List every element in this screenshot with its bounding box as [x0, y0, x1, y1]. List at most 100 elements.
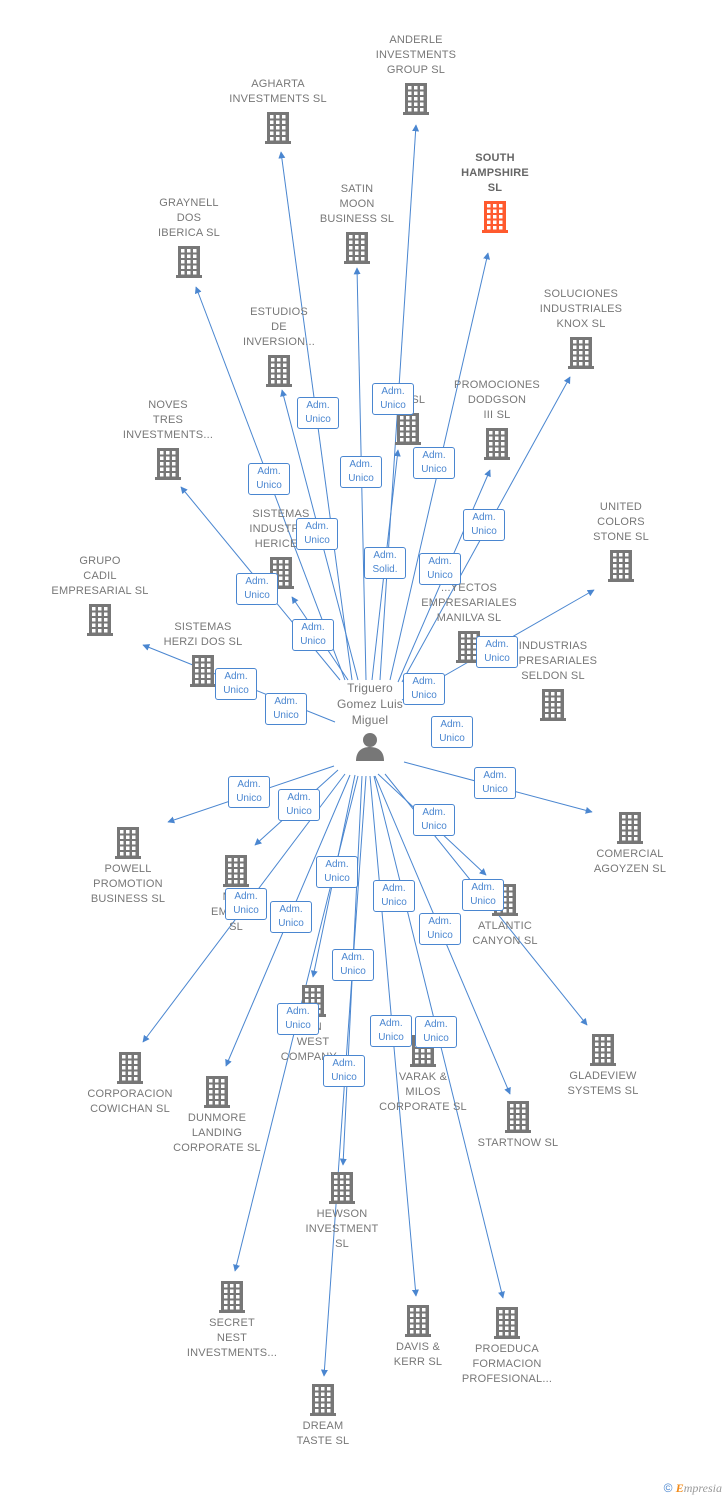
- role-badge-unico[interactable]: Adm. Unico: [292, 619, 334, 651]
- company-node-noves[interactable]: NOVES TRES INVESTMENTS...: [103, 398, 233, 480]
- role-badge-unico[interactable]: Adm. Unico: [316, 856, 358, 888]
- role-badge-unico[interactable]: Adm. Unico: [413, 447, 455, 479]
- building-icon: [190, 655, 216, 687]
- role-badge-unico[interactable]: Adm. Unico: [370, 1015, 412, 1047]
- company-name: PROMOCIONES DODGSON III SL: [454, 379, 540, 421]
- company-node-graynell[interactable]: GRAYNELL DOS IBERICA SL: [124, 196, 254, 278]
- role-badge-unico[interactable]: Adm. Unico: [225, 888, 267, 920]
- company-name: DAVIS & KERR SL: [393, 1341, 443, 1368]
- company-name: ANDERLE INVESTMENTS GROUP SL: [375, 34, 457, 76]
- role-badge-unico[interactable]: Adm. Unico: [277, 1003, 319, 1035]
- role-badge-unico[interactable]: Adm. Unico: [372, 383, 414, 415]
- role-badge-unico[interactable]: Adm. Unico: [476, 636, 518, 668]
- role-badge-unico[interactable]: Adm. Unico: [463, 509, 505, 541]
- building-icon: [223, 855, 249, 887]
- building-icon: [617, 812, 643, 844]
- company-name: ...YECTOS EMPRESARIALES MANILVA SL: [421, 582, 517, 624]
- role-badge-unico[interactable]: Adm. Unico: [297, 397, 339, 429]
- company-name: CORPORACION COWICHAN SL: [87, 1088, 173, 1115]
- building-icon: [265, 112, 291, 144]
- company-node-powell[interactable]: POWELL PROMOTION BUSINESS SL: [63, 825, 193, 907]
- company-node-dream[interactable]: DREAM TASTE SL: [258, 1382, 388, 1449]
- company-node-promociones[interactable]: PROMOCIONES DODGSON III SL: [432, 378, 562, 460]
- role-badge-unico[interactable]: Adm. Unico: [474, 767, 516, 799]
- company-name: DREAM TASTE SL: [296, 1420, 350, 1447]
- role-badge-solidario[interactable]: Adm. Solid.: [364, 547, 406, 579]
- building-icon: [403, 83, 429, 115]
- role-badge-unico[interactable]: Adm. Unico: [403, 673, 445, 705]
- building-icon: [590, 1034, 616, 1066]
- company-node-south[interactable]: SOUTH HAMPSHIRE SL: [430, 151, 560, 233]
- company-name: HEWSON INVESTMENT SL: [305, 1208, 379, 1250]
- company-node-proeduca[interactable]: PROEDUCA FORMACION PROFESIONAL...: [442, 1305, 572, 1387]
- role-badge-unico[interactable]: Adm. Unico: [419, 553, 461, 585]
- company-node-secret[interactable]: SECRET NEST INVESTMENTS...: [167, 1279, 297, 1361]
- company-name: GRAYNELL DOS IBERICA SL: [158, 197, 220, 239]
- central-person[interactable]: Triguero Gomez Luis Miguel: [310, 680, 430, 762]
- role-badge-unico[interactable]: Adm. Unico: [228, 776, 270, 808]
- company-node-satin[interactable]: SATIN MOON BUSINESS SL: [292, 182, 422, 264]
- person-name: Triguero Gomez Luis Miguel: [336, 681, 404, 727]
- role-badge-unico[interactable]: Adm. Unico: [296, 518, 338, 550]
- building-icon: [344, 232, 370, 264]
- building-icon: [568, 337, 594, 369]
- role-badge-unico[interactable]: Adm. Unico: [413, 804, 455, 836]
- company-name: INDUSTRIAS ...PRESARIALES SELDON SL: [508, 640, 598, 682]
- building-icon: [117, 1052, 143, 1084]
- role-badge-unico[interactable]: Adm. Unico: [431, 716, 473, 748]
- building-icon: [155, 448, 181, 480]
- role-badge-unico[interactable]: Adm. Unico: [462, 879, 504, 911]
- company-node-anderle[interactable]: ANDERLE INVESTMENTS GROUP SL: [351, 33, 481, 115]
- building-icon: [87, 604, 113, 636]
- role-badge-unico[interactable]: Adm. Unico: [323, 1055, 365, 1087]
- company-node-united[interactable]: UNITED COLORS STONE SL: [556, 500, 686, 582]
- brand-logo: Empresia: [675, 1481, 722, 1495]
- company-node-proyectos[interactable]: ...YECTOS EMPRESARIALES MANILVA SL: [404, 581, 534, 663]
- role-badge-unico[interactable]: Adm. Unico: [419, 913, 461, 945]
- building-icon: [405, 1305, 431, 1337]
- company-node-startnow[interactable]: STARTNOW SL: [453, 1099, 583, 1151]
- company-node-sistemasherzi[interactable]: SISTEMAS HERZI DOS SL: [138, 620, 268, 687]
- company-node-davis[interactable]: DAVIS & KERR SL: [353, 1303, 483, 1370]
- role-badge-unico[interactable]: Adm. Unico: [332, 949, 374, 981]
- role-badge-unico[interactable]: Adm. Unico: [265, 693, 307, 725]
- building-icon: [608, 550, 634, 582]
- company-node-estudios[interactable]: ESTUDIOS DE INVERSION...: [214, 305, 344, 387]
- role-badge-unico[interactable]: Adm. Unico: [278, 789, 320, 821]
- company-name: SATIN MOON BUSINESS SL: [319, 183, 395, 225]
- company-node-soluciones[interactable]: SOLUCIONES INDUSTRIALES KNOX SL: [516, 287, 646, 369]
- building-icon: [540, 689, 566, 721]
- person-icon: [356, 733, 384, 761]
- company-node-industrias[interactable]: INDUSTRIAS ...PRESARIALES SELDON SL: [488, 639, 618, 721]
- company-node-agharta[interactable]: AGHARTA INVESTMENTS SL: [213, 77, 343, 144]
- company-name: SOUTH HAMPSHIRE SL: [461, 152, 529, 194]
- company-node-grupo[interactable]: GRUPO CADIL EMPRESARIAL SL: [35, 554, 165, 636]
- building-icon: [266, 355, 292, 387]
- role-badge-unico[interactable]: Adm. Unico: [248, 463, 290, 495]
- brand-footer[interactable]: © Empresia: [664, 1481, 722, 1496]
- company-node-hewson[interactable]: HEWSON INVESTMENT SL: [277, 1170, 407, 1252]
- company-name: DUNMORE LANDING CORPORATE SL: [173, 1112, 261, 1154]
- role-badge-unico[interactable]: Adm. Unico: [270, 901, 312, 933]
- company-node-corporacion[interactable]: CORPORACION COWICHAN SL: [65, 1050, 195, 1117]
- building-icon: [456, 631, 482, 663]
- company-name: SOLUCIONES INDUSTRIALES KNOX SL: [539, 288, 623, 330]
- role-badge-unico[interactable]: Adm. Unico: [415, 1016, 457, 1048]
- company-node-comercial[interactable]: COMERCIAL AGOYZEN SL: [565, 810, 695, 877]
- company-node-dunmore[interactable]: DUNMORE LANDING CORPORATE SL: [152, 1074, 282, 1156]
- role-badge-unico[interactable]: Adm. Unico: [236, 573, 278, 605]
- company-node-gladeview[interactable]: GLADEVIEW SYSTEMS SL: [538, 1032, 668, 1099]
- company-name: NOVES TRES INVESTMENTS...: [122, 399, 214, 441]
- company-name: SECRET NEST INVESTMENTS...: [186, 1317, 278, 1359]
- company-name: UNITED COLORS STONE SL: [593, 501, 649, 543]
- building-icon: [176, 246, 202, 278]
- building-icon: [115, 827, 141, 859]
- copyright-icon: ©: [663, 1481, 673, 1495]
- company-name: ATLANTIC CANYON SL: [472, 920, 538, 947]
- role-badge-unico[interactable]: Adm. Unico: [340, 456, 382, 488]
- company-name: ESTUDIOS DE INVERSION...: [242, 306, 316, 348]
- building-icon: [484, 428, 510, 460]
- company-name: GLADEVIEW SYSTEMS SL: [567, 1070, 639, 1097]
- role-badge-unico[interactable]: Adm. Unico: [215, 668, 257, 700]
- role-badge-unico[interactable]: Adm. Unico: [373, 880, 415, 912]
